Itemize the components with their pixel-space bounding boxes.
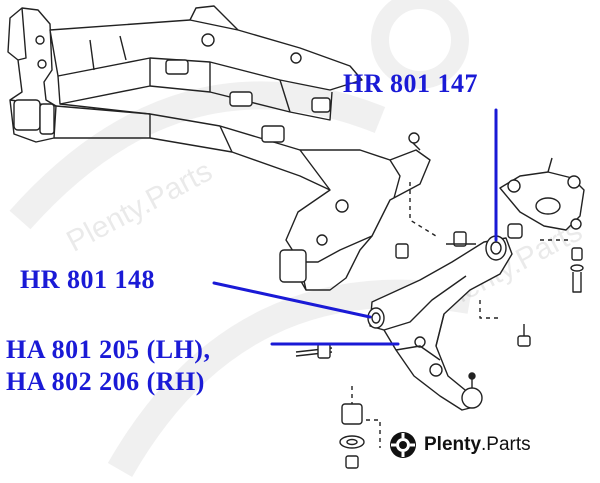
crossmember-left-bracket — [7, 7, 57, 143]
callout-label: HR 801 147 — [343, 69, 478, 98]
leader-line-hr801148 — [212, 281, 372, 319]
callout-label: HA 802 206 (RH) — [6, 367, 205, 396]
brand-name: Plenty.Parts — [424, 434, 531, 455]
callout-label: HR 801 148 — [20, 265, 155, 294]
rear-bushing-bracket — [499, 157, 585, 239]
brand-logo: Plenty.Parts — [388, 429, 531, 461]
gear-camera-icon — [390, 432, 416, 458]
callout-label: HA 801 205 (LH), — [6, 335, 211, 364]
loose-fasteners — [295, 182, 570, 448]
lower-control-arm — [367, 235, 513, 411]
subframe-side-member — [279, 132, 431, 291]
lower-bushing-stack — [339, 403, 365, 469]
callout-leaders — [212, 108, 498, 346]
bolt-stack-right — [517, 247, 584, 347]
